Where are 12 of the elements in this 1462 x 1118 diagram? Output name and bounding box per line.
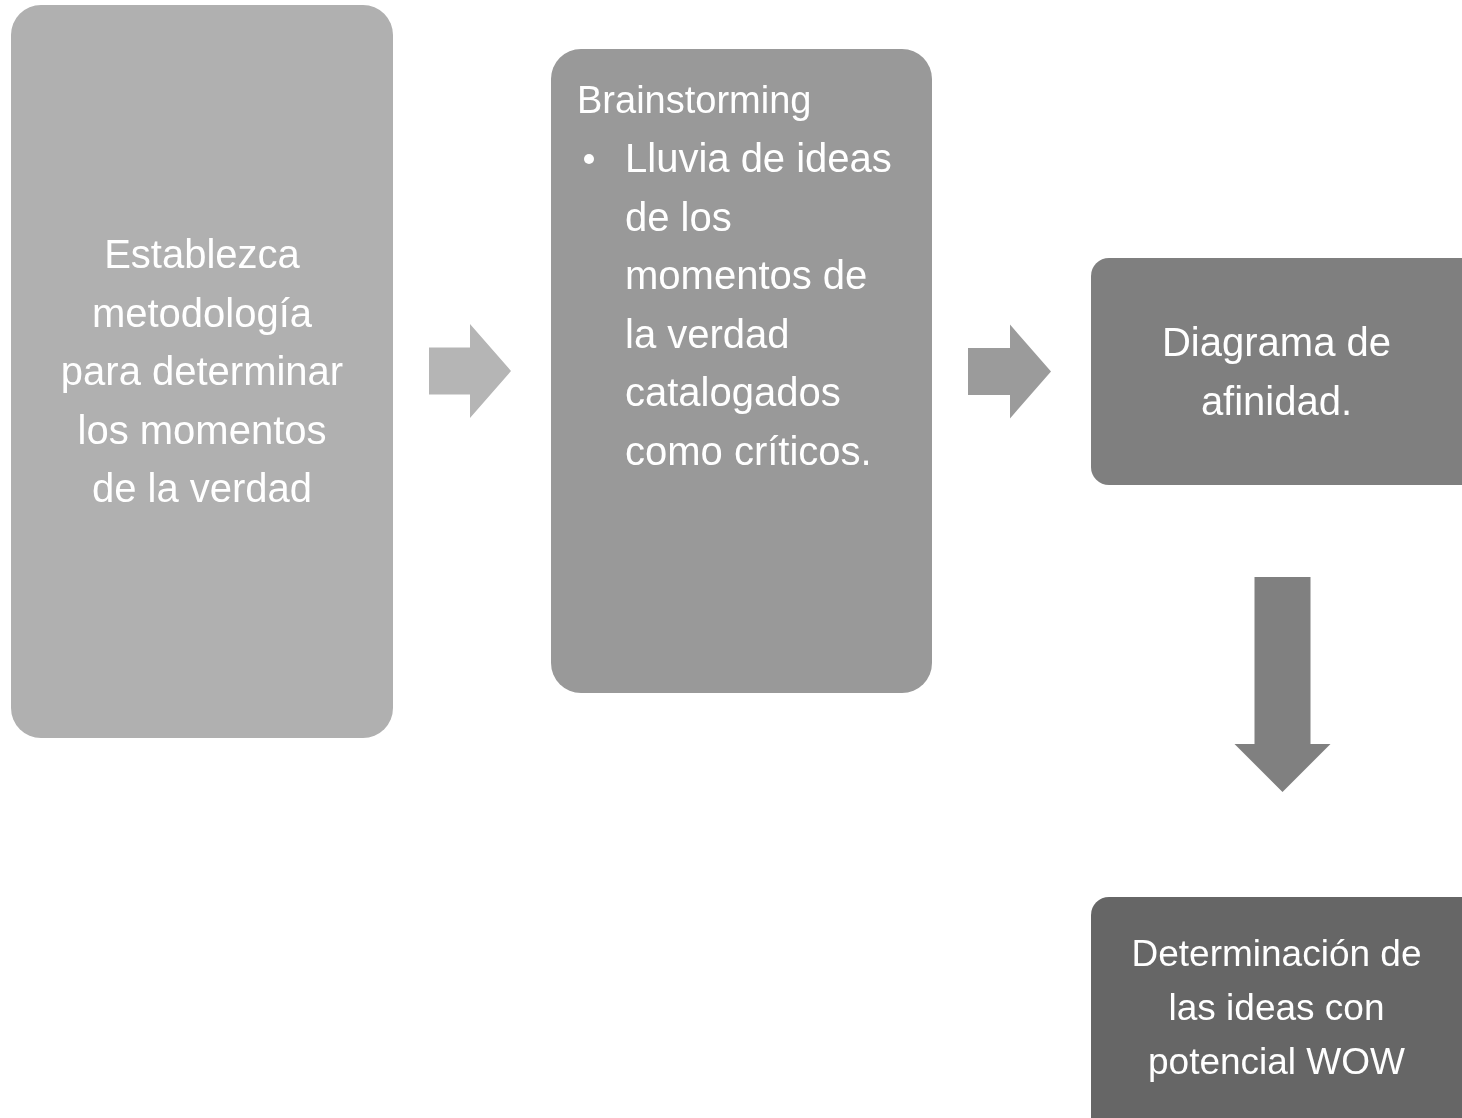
block-arrow <box>968 324 1051 419</box>
process-box <box>11 5 393 738</box>
process-box <box>1091 258 1462 485</box>
bullet-text: Lluvia de ideas de los momentos de la verdad catalogados como críticos. <box>625 135 893 475</box>
process-box <box>1091 897 1462 1118</box>
block-arrow <box>429 324 511 418</box>
box-heading: Brainstorming <box>577 78 812 123</box>
process-box <box>551 49 932 693</box>
box-text: Determinación de las ideas con potencial WOW <box>1130 931 1423 1084</box>
box-text: Diagrama de afinidad. <box>1161 319 1392 425</box>
block-arrow <box>1234 577 1331 792</box>
box-text: Establezca metodología para determinar los momentos de la verdad <box>59 231 345 513</box>
